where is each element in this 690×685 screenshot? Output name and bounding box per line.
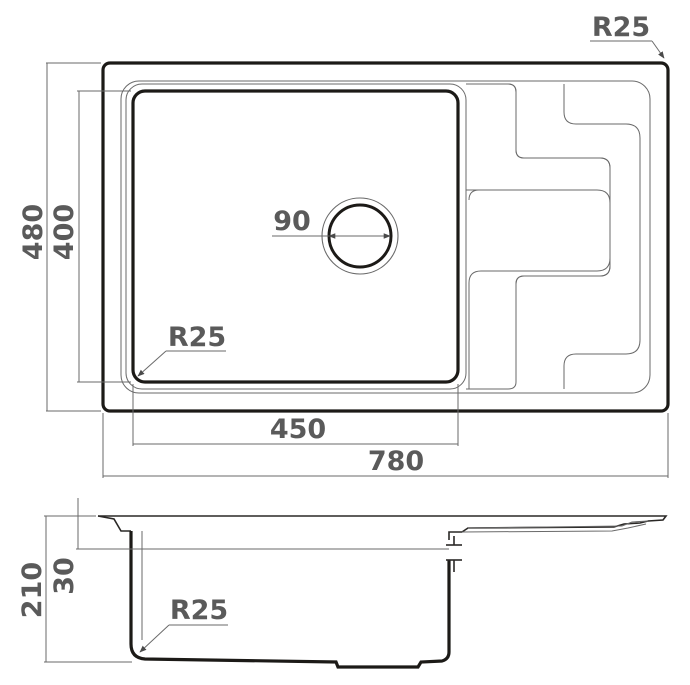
dimension-label-400: 400 — [49, 204, 80, 260]
drainboard-profile — [461, 520, 649, 533]
sink-outer-outline — [101, 61, 670, 413]
sink-rim-profile — [98, 515, 668, 540]
dimension-label-450: 450 — [270, 414, 326, 445]
dimension-label-90: 90 — [273, 206, 311, 237]
drainboard-step-inner — [466, 83, 611, 382]
sink-inner-recess-outline — [120, 80, 651, 394]
bowl-side-profile — [129, 531, 451, 669]
dimension-label-480: 480 — [18, 204, 49, 260]
top-view: 480 400 450 780 90 R25 R25 — [18, 12, 670, 478]
side-view: 210 30 R25 — [17, 498, 668, 669]
drainboard-step-outer — [466, 83, 611, 390]
dimension-label-30: 30 — [49, 557, 80, 595]
bowl-radius-label: R25 — [168, 322, 226, 353]
corner-radius-label: R25 — [592, 12, 650, 43]
sink-rim-profile-lower — [97, 515, 131, 532]
side-radius-label: R25 — [170, 595, 228, 626]
drainboard-step-1 — [466, 189, 611, 284]
drainboard-step-3 — [468, 189, 480, 201]
bowl-outline — [131, 89, 460, 384]
dimension-label-210: 210 — [17, 562, 48, 618]
dimension-label-780: 780 — [368, 446, 424, 477]
bowl-outer-outline — [125, 83, 467, 390]
drainboard-step-2 — [563, 84, 641, 389]
